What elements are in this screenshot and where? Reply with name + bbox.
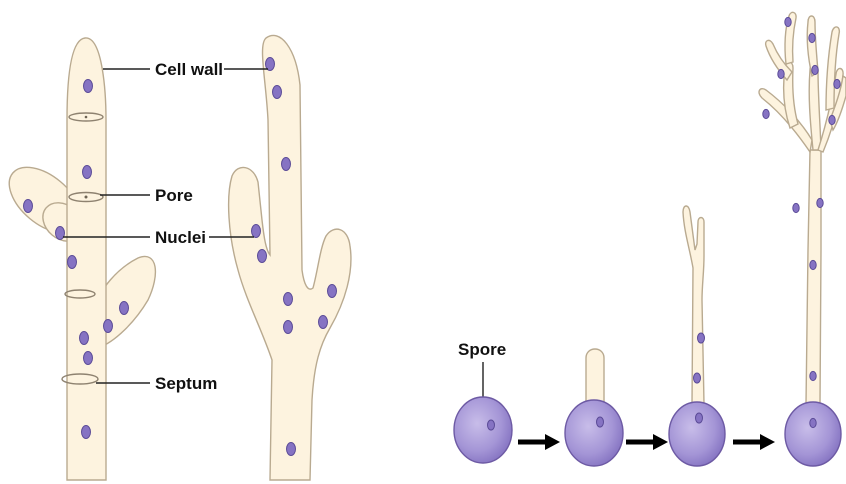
nucleus [104, 320, 113, 333]
nucleus [488, 420, 495, 430]
hypha-coenocytic-body [229, 35, 351, 480]
nucleus [778, 69, 784, 78]
nucleus [785, 17, 791, 26]
nucleus [698, 333, 705, 343]
nucleus [84, 80, 93, 93]
nucleus [834, 79, 840, 88]
mycelium-trunk [806, 150, 821, 404]
spore-stage-3 [669, 402, 725, 466]
spore-stage-2 [565, 400, 623, 466]
septum-label: Septum [155, 374, 217, 393]
nucleus [763, 109, 769, 118]
pore-label: Pore [155, 186, 193, 205]
nucleus [696, 413, 703, 423]
nucleus [328, 285, 337, 298]
septate-hypha [0, 38, 155, 480]
nucleus [817, 198, 823, 207]
cell-wall-label: Cell wall [155, 60, 223, 79]
nucleus [829, 115, 835, 124]
arrow-right-icon [733, 434, 775, 450]
coenocytic-hypha [229, 35, 351, 480]
nucleus [809, 33, 815, 42]
nucleus [793, 203, 799, 212]
nucleus [319, 316, 328, 329]
nuclei-label: Nuclei [155, 228, 206, 247]
spore-germination-sequence: Spore [454, 12, 846, 466]
nucleus [120, 302, 129, 315]
nucleus [82, 426, 91, 439]
nucleus [597, 417, 604, 427]
nucleus [273, 86, 282, 99]
arrow-right-icon [626, 434, 668, 450]
nucleus [284, 293, 293, 306]
arrow-right-icon [518, 434, 560, 450]
nucleus [287, 443, 296, 456]
nucleus [84, 352, 93, 365]
nucleus [83, 166, 92, 179]
nucleus [812, 65, 818, 74]
young-hypha [683, 206, 704, 404]
nucleus [68, 256, 77, 269]
mature-mycelium [759, 12, 846, 466]
nucleus [810, 260, 816, 269]
nucleus [810, 418, 816, 427]
spore-label: Spore [458, 340, 506, 359]
germ-tube [586, 349, 604, 404]
nucleus [284, 321, 293, 334]
nucleus [258, 250, 267, 263]
nucleus [694, 373, 701, 383]
nucleus [80, 332, 89, 345]
nucleus [252, 225, 261, 238]
nucleus [810, 371, 816, 380]
nucleus [282, 158, 291, 171]
nucleus [24, 200, 33, 213]
spore-stage-1 [454, 397, 512, 463]
spore-stage-4 [785, 402, 841, 466]
